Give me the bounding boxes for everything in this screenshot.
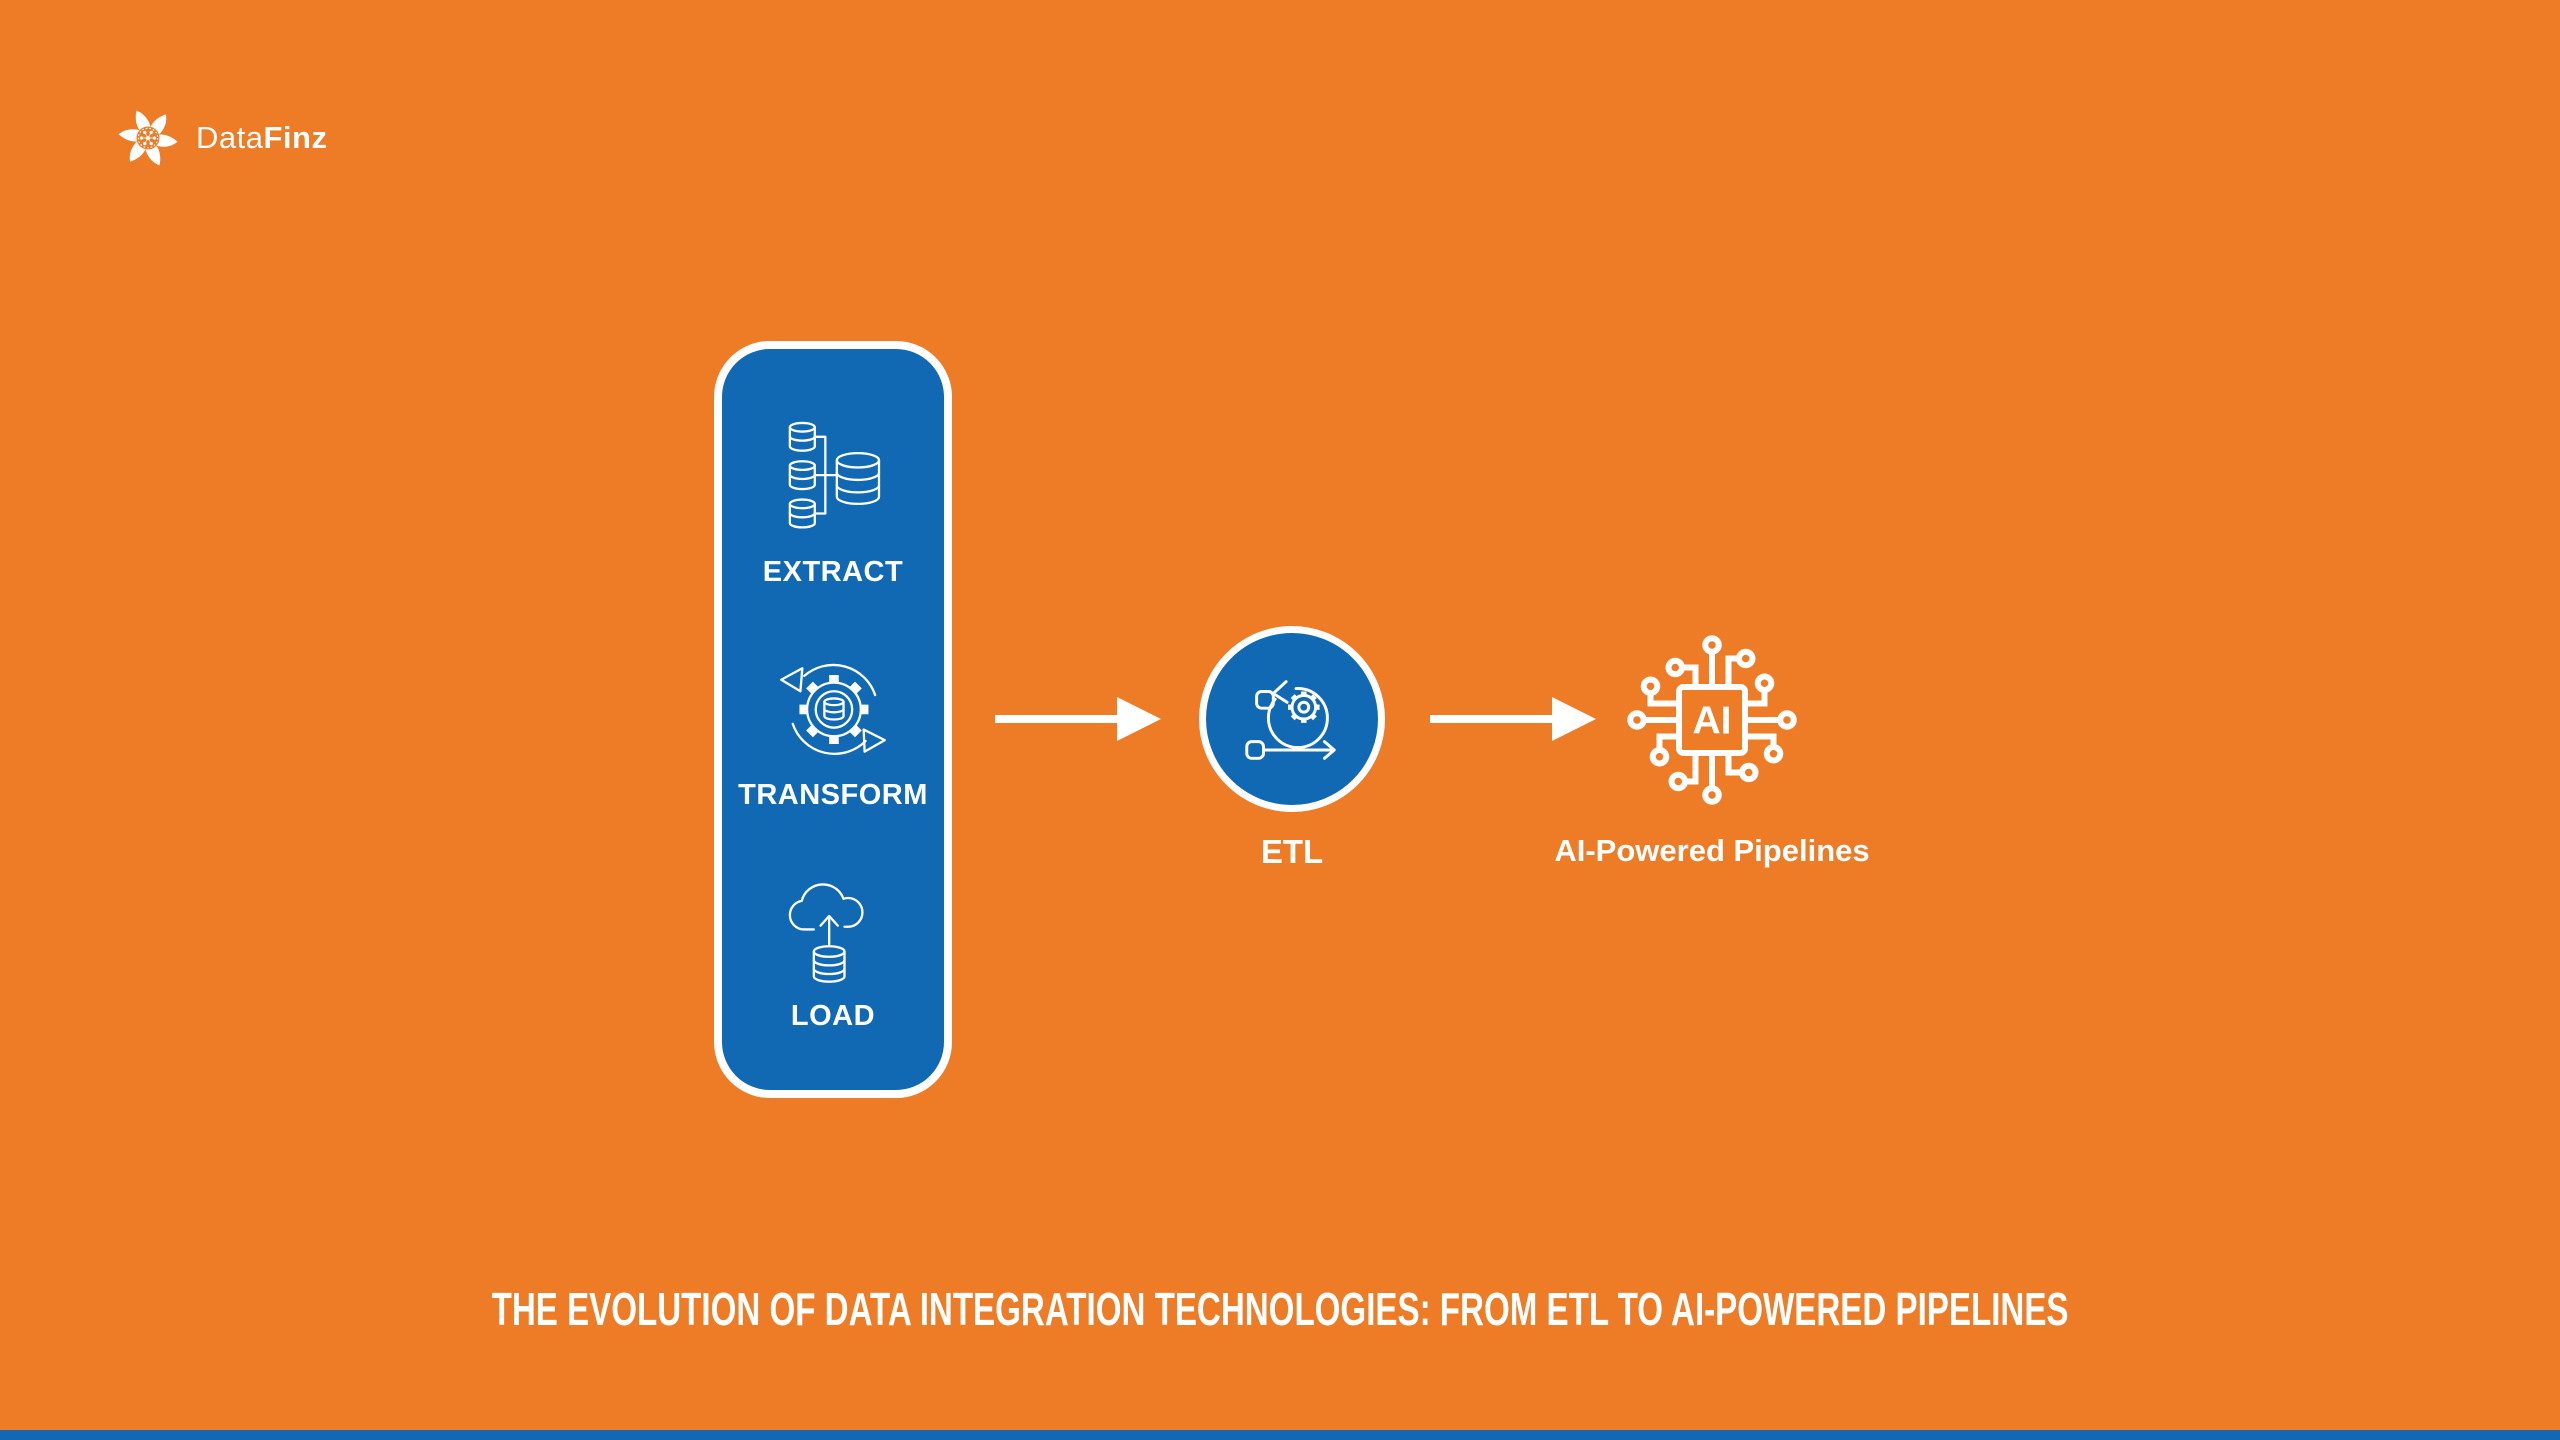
database-extract-icon (776, 421, 891, 536)
process-loop-gear-icon (1233, 660, 1351, 778)
etl-circle-node (1199, 626, 1385, 812)
ai-chip-circuit-icon: AI (1622, 630, 1802, 810)
flow-arrow-icon (1428, 697, 1598, 741)
pinwheel-logo-icon (112, 100, 184, 176)
flow-arrow-icon (993, 697, 1163, 741)
cloud-upload-database-icon (776, 871, 891, 986)
brand-name: DataFinz (196, 120, 328, 155)
stage-label-load: LOAD (790, 1000, 876, 1032)
stage-label-extract: EXTRACT (762, 556, 904, 588)
ai-node-label: AI-Powered Pipelines (1554, 833, 1870, 868)
brand-logo: DataFinz (112, 100, 327, 176)
bottom-accent-bar (0, 1430, 2560, 1440)
gear-cycle-icon (776, 651, 891, 766)
infographic-title: THE EVOLUTION OF DATA INTEGRATION TECHNO… (491, 1283, 2069, 1335)
etl-node-label: ETL (1260, 833, 1324, 870)
ai-chip-text: AI (1693, 700, 1732, 743)
stage-label-transform: TRANSFORM (738, 779, 928, 811)
etl-stack-panel: EXTRACT TRANSFORM (714, 341, 952, 1098)
